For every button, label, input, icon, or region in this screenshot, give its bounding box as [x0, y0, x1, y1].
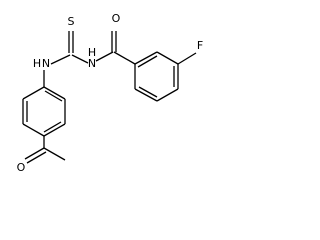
atom-nh-left-h: H	[33, 57, 41, 70]
bond-c-nh-right	[71, 54, 89, 64]
ring1-bond-3-inner	[43, 121, 62, 133]
ring1-bond-4	[22, 123, 45, 137]
atom-nh-right-h: H	[88, 46, 96, 59]
bond-acetyl-co-a	[24, 147, 45, 160]
ring1-bond-6	[22, 86, 45, 100]
atom-nh-left-n: N	[42, 57, 50, 70]
bond-acetyl-co-b	[26, 151, 47, 164]
atom-oxygen-acetyl: O	[17, 161, 26, 174]
ring2-bond-5-inner	[138, 86, 158, 98]
bond-nh-left-c	[50, 54, 71, 65]
ring2-bond-4	[156, 88, 179, 102]
bond-nh-right-c	[95, 51, 114, 62]
ring1-bond-1	[43, 86, 66, 100]
ring2-bond-1-inner	[137, 55, 158, 68]
molecule-diagram: O S F H N H N O	[17, 12, 204, 174]
atom-label-group: O S F H N H N O	[17, 12, 204, 174]
bond-c-ring-right	[113, 51, 136, 65]
atom-nh-right-n: N	[88, 57, 96, 70]
ring2-bond-2	[156, 51, 179, 65]
bond-group	[22, 31, 197, 164]
ring2-bond-1	[134, 51, 158, 65]
bond-acetyl-methyl	[43, 147, 66, 161]
atom-oxygen-amide: O	[112, 12, 121, 25]
atom-fluorine: F	[197, 39, 203, 52]
structure-canvas: O S F H N H N O	[17, 12, 204, 174]
ring1-bond-3	[43, 123, 66, 137]
bond-ring-f	[177, 52, 197, 65]
ring2-bond-5	[134, 88, 158, 102]
ring1-bond-1-inner	[44, 90, 63, 102]
atom-sulfur: S	[68, 15, 75, 28]
